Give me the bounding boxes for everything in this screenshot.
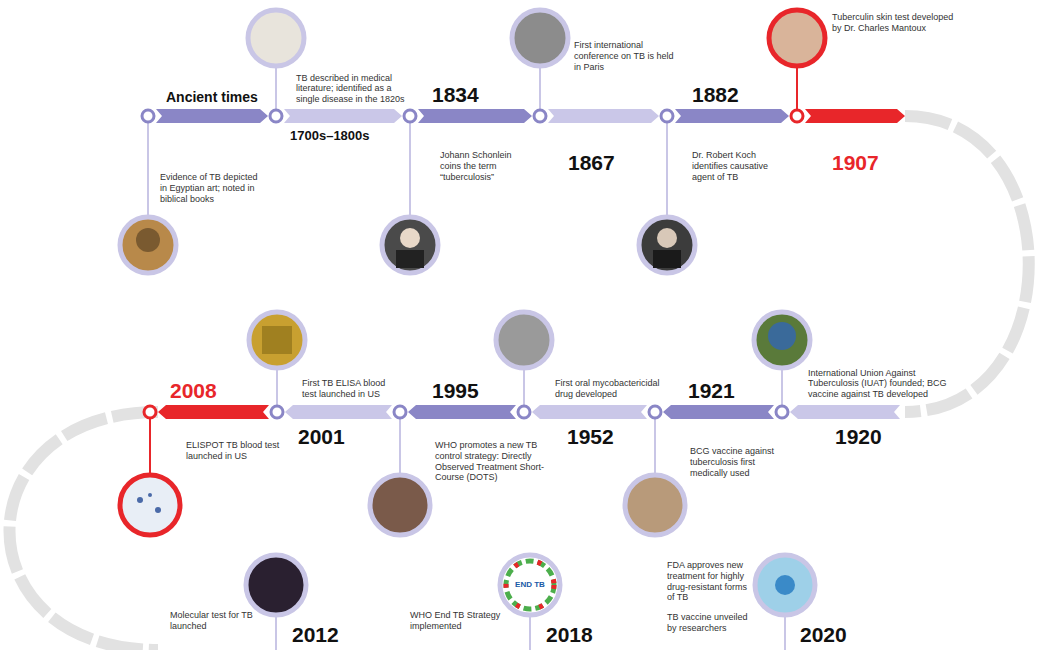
event-text: ELISPOT TB blood test launched in US — [186, 440, 281, 462]
event-text: First oral mycobactericidal drug develop… — [555, 378, 665, 400]
timeline-bands — [156, 109, 905, 419]
event-text: WHO End TB Strategy implemented — [410, 610, 520, 632]
event-text: First international conference on TB is … — [574, 40, 674, 72]
event-text: BCG vaccine against tuberculosis first m… — [690, 446, 785, 478]
year-label: 2001 — [298, 424, 345, 449]
year-label: 1834 — [432, 82, 479, 107]
timeline-dots — [142, 110, 803, 418]
year-label: 1921 — [688, 378, 735, 403]
event-text: Molecular test for TB launched — [170, 610, 260, 632]
year-label: 2018 — [546, 622, 593, 647]
event-text: Evidence of TB depicted in Egyptian art;… — [160, 172, 265, 204]
year-label: 1907 — [832, 150, 879, 175]
event-text: Dr. Robert Koch identifies causative age… — [692, 150, 792, 182]
event-text: Johann Schonlein coins the term “tubercu… — [440, 150, 535, 182]
event-text: Tuberculin skin test developed by Dr. Ch… — [832, 12, 962, 34]
era-label: Ancient times — [166, 89, 258, 106]
year-label: 2012 — [292, 622, 339, 647]
year-label: 1995 — [432, 378, 479, 403]
year-label: 1920 — [835, 424, 882, 449]
year-label: 1952 — [567, 424, 614, 449]
event-text: First TB ELISA blood test launched in US — [302, 378, 402, 400]
picture-details — [136, 228, 796, 609]
event-text: TB described in medical literature; iden… — [296, 73, 406, 105]
logo-text: END TB — [515, 580, 545, 590]
year-label: 1867 — [568, 150, 615, 175]
event-text: FDA approves new treatment for highly dr… — [667, 560, 749, 603]
stems — [148, 66, 797, 650]
year-label: 2008 — [170, 378, 217, 403]
year-label: 1882 — [692, 82, 739, 107]
ring-arrow — [905, 116, 1029, 412]
picture-circles — [120, 10, 825, 615]
era-label: 1700s–1800s — [290, 128, 370, 144]
event-text: WHO promotes a new TB control strategy: … — [435, 440, 550, 483]
event-text: International Union Against Tuberculosis… — [808, 368, 948, 400]
year-label: 2020 — [800, 622, 847, 647]
event-text: TB vaccine unveiled by researchers — [667, 612, 749, 634]
